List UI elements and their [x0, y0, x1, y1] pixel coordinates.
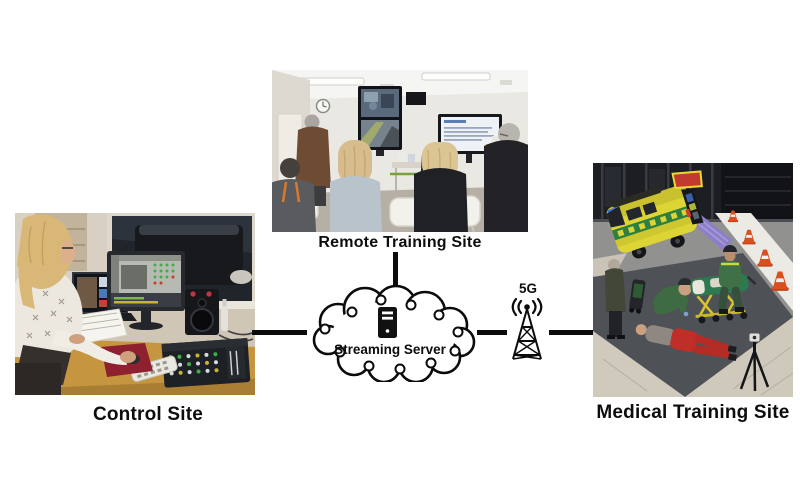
seated-person-gray	[272, 158, 316, 232]
control-room-scene	[15, 213, 255, 395]
cell-tower-icon	[511, 297, 543, 360]
seated-woman-blonde-center	[330, 140, 382, 232]
folded-carry-chair	[629, 279, 646, 314]
audio-mixer	[161, 337, 251, 388]
5g-label: 5G	[518, 281, 537, 296]
medical-training-site-label: Medical Training Site	[596, 402, 790, 423]
control-site-label: Control Site	[92, 404, 204, 425]
connector-control-to-cloud	[252, 330, 307, 335]
open-tailgate	[671, 170, 703, 190]
connector-remote-to-cloud	[393, 252, 398, 286]
connector-tower-to-medical	[549, 330, 593, 335]
operator-woman	[15, 214, 136, 395]
streaming-server-cloud	[308, 282, 478, 384]
standing-observer	[605, 259, 626, 339]
cloud-outline	[312, 284, 476, 384]
kneeling-paramedic	[653, 278, 692, 317]
main-monitor	[107, 251, 185, 330]
remote-training-site-photo	[272, 70, 528, 232]
control-site-photo	[15, 213, 255, 395]
tile-floor	[593, 317, 793, 397]
remote-training-site-label: Remote Training Site	[318, 234, 482, 251]
medical-training-site-photo	[593, 163, 793, 397]
hand	[120, 351, 136, 363]
connector-cloud-to-tower	[477, 330, 507, 335]
ambulance	[606, 170, 733, 259]
radio-waves-icon	[511, 297, 543, 317]
classroom-scene	[272, 70, 528, 232]
seated-person-right-edge	[484, 123, 528, 232]
ambulance-hall-scene	[593, 163, 793, 397]
ceiling-light	[421, 72, 491, 81]
seated-woman-blonde-right	[414, 142, 468, 232]
patient	[635, 324, 738, 361]
video-wall-display	[358, 86, 402, 156]
studio-speaker	[185, 289, 219, 335]
server-tower-icon	[378, 307, 397, 338]
ramp	[691, 214, 733, 251]
5g-mast	[503, 297, 551, 363]
traffic-cones	[727, 210, 789, 291]
spray-bottle	[221, 305, 228, 331]
camera-tripod	[739, 332, 770, 392]
streaming-server-label: Streaming Server	[334, 342, 446, 357]
walking-paramedic	[718, 245, 744, 314]
cloud-loops	[319, 294, 464, 375]
face	[61, 239, 76, 265]
small-tv	[406, 92, 426, 105]
